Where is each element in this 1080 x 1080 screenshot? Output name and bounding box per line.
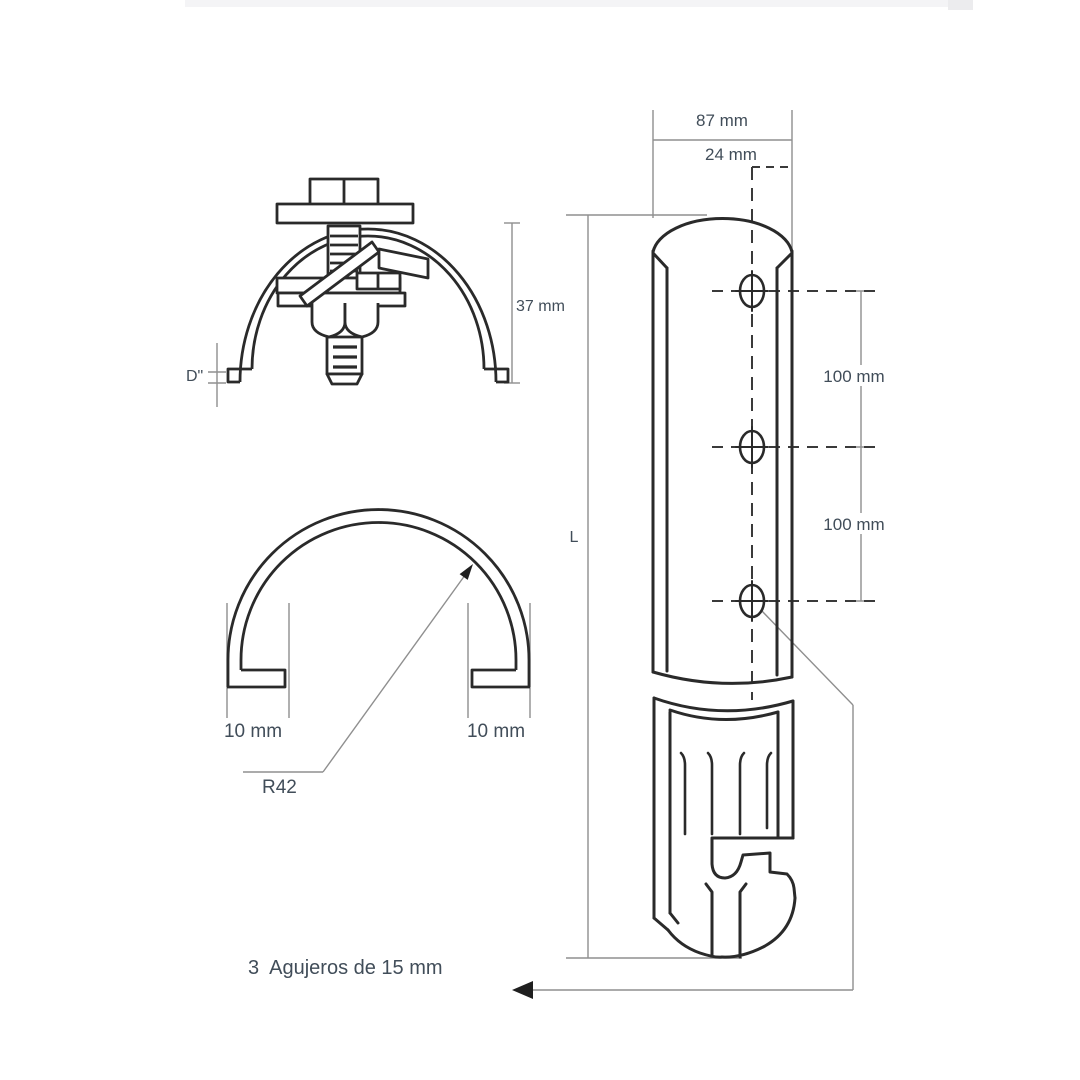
arch-right-flange — [470, 668, 530, 689]
label-backing — [820, 513, 890, 534]
holes-note-label: 3 Agujeros de 15 mm — [248, 957, 443, 979]
post-lock-notch — [710, 836, 797, 900]
arch-flange-extension-lines — [226, 603, 531, 718]
post-view-drawing — [651, 217, 797, 959]
arch-left-flange-label: 10 mm — [224, 721, 282, 742]
clamp-bolt-tip — [325, 335, 364, 386]
hole-1 — [735, 270, 769, 312]
post-width-label: 87 mm — [696, 111, 748, 130]
post-dome-top — [651, 217, 794, 254]
clamp-washer — [275, 202, 415, 225]
scrollbar-thumb[interactable] — [948, 0, 973, 10]
post-break-lower-edge — [652, 696, 795, 713]
hole-spacing-top-label: 100 mm — [823, 367, 884, 386]
arch-view-drawing — [226, 508, 531, 689]
clamp-dome-inner-arc — [250, 234, 486, 370]
post-slits — [679, 751, 773, 836]
post-break-upper-edge — [651, 670, 794, 685]
clamp-right-foot — [484, 367, 510, 384]
label-backing — [820, 365, 890, 386]
clamp-arm-end-plate — [377, 247, 430, 280]
arch-inner-wall — [239, 521, 518, 670]
note-arrowhead-icon — [512, 981, 533, 999]
post-upper-section — [651, 217, 794, 685]
clamp-depth-label: D" — [186, 368, 203, 385]
hole-offset-label: 24 mm — [705, 145, 757, 164]
hole-3 — [735, 580, 769, 622]
centerlines — [712, 166, 877, 700]
window-edge-strip — [185, 0, 948, 7]
arch-left-flange — [227, 668, 287, 689]
arch-radius-label: R42 — [262, 777, 297, 798]
hole-2 — [735, 426, 769, 468]
dimension-lines — [208, 110, 875, 991]
arch-outer-wall — [226, 508, 531, 687]
radius-leader-line — [243, 570, 469, 773]
post-holes — [735, 270, 769, 622]
clamp-bolt-head — [275, 177, 415, 225]
clamp-tip-threads — [333, 345, 357, 369]
clamp-depth-dimension — [208, 343, 226, 407]
post-length-label: L — [570, 529, 579, 546]
post-bottom-slot — [704, 882, 748, 959]
clamp-dome-outer-arc — [238, 227, 498, 383]
post-bottom-right-arc — [720, 896, 797, 959]
post-length-dimension — [566, 214, 742, 959]
clamp-left-foot — [226, 367, 252, 384]
post-width-dimension — [652, 110, 793, 250]
holes-note-leader — [532, 608, 854, 991]
clamp-view-drawing — [226, 177, 510, 386]
clamp-hex-nut — [310, 303, 380, 339]
arch-right-flange-label: 10 mm — [467, 721, 525, 742]
clamp-height-label: 37 mm — [516, 298, 565, 315]
clamp-small-blocks — [355, 271, 402, 291]
post-bottom-left-arc — [666, 928, 724, 959]
post-lower-section — [652, 696, 797, 959]
hole-spacing-bottom-label: 100 mm — [823, 515, 884, 534]
radius-arrowhead-icon — [459, 564, 473, 580]
